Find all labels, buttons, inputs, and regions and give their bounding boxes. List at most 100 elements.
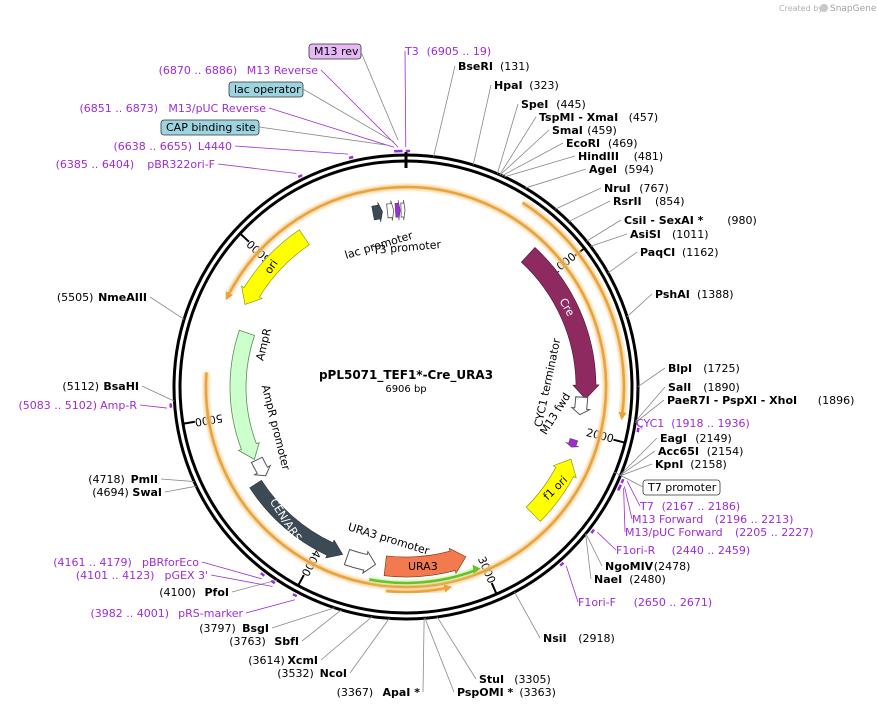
- enzyme-coord: (457): [629, 111, 659, 124]
- primer-name: F1ori-F: [578, 596, 616, 609]
- primer-leader: [139, 404, 167, 409]
- enzyme-coord: (2149): [695, 432, 732, 445]
- enzyme-leader: [637, 367, 666, 388]
- enzyme-name: HpaI: [494, 79, 523, 92]
- lac-operator-label: lac operator: [234, 83, 301, 96]
- enzyme-leader: [497, 103, 519, 174]
- enzyme-coord: (3367): [337, 686, 374, 699]
- enzyme-leader: [320, 616, 373, 661]
- primer-coord: (6905 .. 19): [427, 45, 492, 58]
- enzyme-name: ApaI *: [383, 686, 421, 699]
- enzyme-name: BsgI: [242, 622, 269, 635]
- enzyme-name: PfoI: [205, 586, 230, 599]
- primer-name: T3: [404, 45, 419, 58]
- primer-leader: [623, 488, 626, 533]
- primer-coord: (4161 .. 4179): [53, 556, 132, 569]
- enzyme-name: PspOMI *: [457, 686, 514, 699]
- enzyme-name: PaqCI: [640, 246, 675, 259]
- enzyme-coord: (1890): [703, 381, 740, 394]
- primer-leader: [626, 480, 641, 507]
- enzyme-coord: (5112): [62, 380, 99, 393]
- enzyme-leader: [626, 293, 653, 317]
- enzyme-leader: [514, 591, 541, 639]
- primer-leader: [210, 574, 273, 587]
- primer-mark: [348, 155, 354, 160]
- primer-name: T7: [639, 500, 654, 513]
- scale-tick: [613, 438, 626, 444]
- enzyme-coord: (459): [587, 124, 617, 137]
- enzyme-coord: (3763): [229, 635, 266, 648]
- enzyme-leader: [301, 609, 342, 642]
- primer-mark: [297, 173, 303, 179]
- enzyme-coord: (767): [639, 182, 669, 195]
- credit-brand: SnapGene: [830, 4, 877, 14]
- enzyme-name: NsiI: [543, 632, 567, 645]
- enzyme-coord: (2154): [707, 445, 744, 458]
- enzyme-name: BseRI: [458, 60, 493, 73]
- enzyme-coord: (4718): [88, 473, 125, 486]
- enzyme-leader: [271, 607, 335, 629]
- ampr-promoter-label: AmpR promoter: [259, 384, 293, 472]
- enzyme-name: NruI: [604, 182, 631, 195]
- primer-leader: [596, 531, 617, 551]
- ampr-label: AmpR: [253, 327, 274, 362]
- scale-tick: [182, 420, 196, 425]
- enzyme-name: SmaI: [552, 124, 583, 137]
- enzyme-leader: [607, 251, 638, 274]
- primer-name: pBR322ori-F: [147, 158, 215, 171]
- ura3-green-head: [472, 564, 481, 574]
- enzyme-coord: (3532): [277, 667, 314, 680]
- enzyme-coord: (1162): [682, 246, 719, 259]
- ura3-region-arc-head: [443, 584, 453, 593]
- enzyme-leader: [433, 65, 456, 157]
- enzyme-leader: [422, 618, 425, 693]
- primer-coord: (6870 .. 6886): [159, 64, 238, 77]
- ura3-region-arc: [385, 586, 448, 594]
- plasmid-length: 6906 bp: [385, 384, 426, 395]
- enzyme-leader: [525, 168, 587, 189]
- cre-region-arc-head: [618, 411, 627, 421]
- primer-mark: [559, 561, 565, 567]
- ori-arrow: [241, 229, 310, 305]
- enzyme-name: SwaI: [132, 486, 162, 499]
- cap-site-leader: [258, 126, 387, 146]
- primer-coord: (6851 .. 6873): [79, 102, 158, 115]
- enzyme-name: EcoRI: [566, 137, 600, 150]
- primer-name: M13 Reverse: [247, 64, 318, 77]
- primer-coord: (2440 .. 2459): [672, 544, 751, 557]
- enzyme-name: BlpI: [668, 362, 692, 375]
- primer-name: pBRforEco: [142, 556, 199, 569]
- enzyme-leader: [620, 450, 656, 476]
- t3-promoter-label: T3 promoter: [371, 238, 442, 257]
- enzyme-leader: [634, 399, 665, 423]
- lac-operator-shape: [386, 200, 395, 221]
- enzyme-leader: [424, 618, 455, 693]
- primer-mark: [270, 579, 276, 585]
- t7-promoter-box: [642, 479, 721, 496]
- enzyme-name: PshAI: [655, 288, 690, 301]
- enzyme-name: XcmI: [287, 654, 318, 667]
- enzyme-leader: [141, 385, 175, 402]
- primer-name: M13/pUC Reverse: [168, 102, 266, 115]
- enzyme-coord: (2918): [578, 632, 615, 645]
- primer-sites: T3(6905 .. 19)CYC1(1918 .. 1936)T7(2167 …: [18, 45, 813, 620]
- enzyme-leader: [590, 233, 628, 247]
- enzyme-coord: (1388): [697, 288, 734, 301]
- m13-rev-shape: [394, 200, 401, 221]
- cre-region-arc: [521, 201, 626, 416]
- enzyme-coord: (3797): [199, 622, 236, 635]
- cyc1-terminator-shape: [570, 396, 592, 416]
- enzyme-name: SbfI: [274, 635, 299, 648]
- enzyme-leader: [231, 579, 278, 593]
- primer-mark: [260, 572, 266, 577]
- enzyme-name: TspMI - XmaI: [539, 111, 618, 124]
- primer-name: L4440: [198, 140, 232, 153]
- m13-rev-label: M13 rev: [314, 45, 359, 58]
- enzyme-coord: (594): [624, 163, 654, 176]
- primer-name: F1ori-R: [616, 544, 656, 557]
- primer-name: M13/pUC Forward: [625, 526, 723, 539]
- primer-coord: (2650 .. 2671): [634, 596, 713, 609]
- t3-promoter-shape: [400, 199, 406, 221]
- ampr-region-arc-head: [225, 291, 233, 301]
